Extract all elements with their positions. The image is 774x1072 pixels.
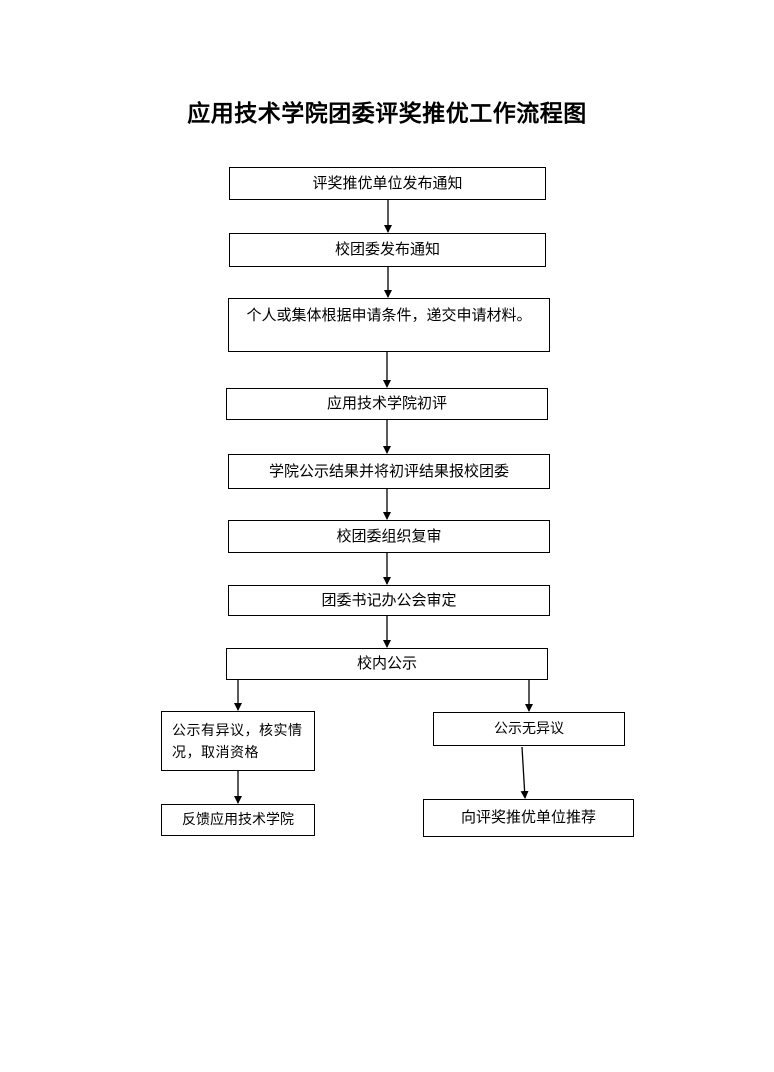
- step-league-notice: 校团委发布通知: [229, 233, 546, 267]
- step-secretary-approval: 团委书记办公会审定: [228, 585, 550, 616]
- branch-objection: 公示有异议，核实情况，取消资格: [161, 711, 315, 771]
- step-initial-review: 应用技术学院初评: [226, 388, 548, 420]
- page-title: 应用技术学院团委评奖推优工作流程图: [187, 101, 587, 127]
- step-league-recheck: 校团委组织复审: [228, 520, 550, 553]
- step-submit-application: 个人或集体根据申请条件，递交申请材料。: [228, 298, 550, 352]
- step-campus-publicity: 校内公示: [226, 648, 548, 680]
- arrow-11: [520, 746, 529, 799]
- branch-no-objection: 公示无异议: [433, 712, 625, 746]
- step-publish-notice: 评奖推优单位发布通知: [229, 167, 546, 200]
- branch-recommend: 向评奖推优单位推荐: [423, 799, 634, 837]
- branch-feedback-college: 反馈应用技术学院: [161, 804, 315, 836]
- step-college-publicity: 学院公示结果并将初评结果报校团委: [228, 454, 550, 489]
